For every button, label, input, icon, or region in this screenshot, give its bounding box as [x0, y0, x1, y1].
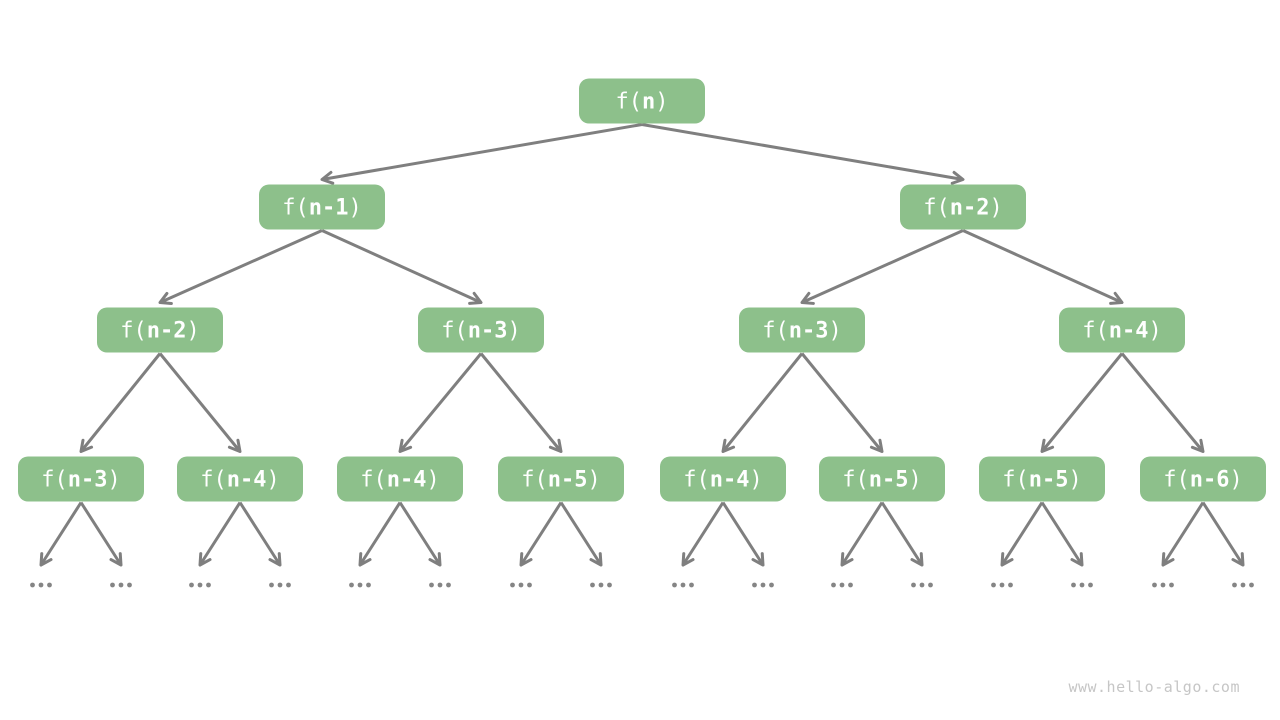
- edge-arrow: [1040, 352, 1124, 453]
- edge-arrow: [1201, 501, 1245, 567]
- edge-arrow: [1161, 501, 1205, 567]
- tree-node-label: f(n-4): [1082, 318, 1162, 343]
- edge-arrow: [840, 501, 884, 567]
- edge-arrow: [721, 501, 765, 567]
- ellipsis: [189, 582, 211, 588]
- ellipsis: [752, 582, 774, 588]
- tree-node: f(n-5): [498, 456, 624, 502]
- edge-arrow: [320, 123, 643, 185]
- ellipsis: [911, 582, 933, 588]
- tree-node-label: f(n-2): [923, 195, 1003, 220]
- tree-node-label: f(n-5): [842, 467, 922, 492]
- edge-arrow: [1000, 501, 1044, 567]
- watermark: www.hello-algo.com: [1068, 678, 1240, 696]
- tree-node: f(n-5): [979, 456, 1105, 502]
- tree-node-label: f(n-3): [41, 467, 121, 492]
- edge-arrow: [238, 501, 282, 567]
- tree-node: f(n-3): [418, 307, 544, 353]
- tree-node: f(n-2): [900, 184, 1026, 230]
- edge-arrow: [39, 501, 83, 567]
- edge-arrow: [198, 501, 242, 567]
- edge-arrow: [158, 229, 323, 305]
- edge-arrow: [641, 123, 965, 185]
- tree-node-label: f(n-2): [120, 318, 200, 343]
- tree-node-label: f(n-4): [200, 467, 280, 492]
- tree-node: f(n-6): [1140, 456, 1266, 502]
- edge-arrow: [321, 229, 483, 305]
- ellipsis: [30, 582, 52, 588]
- ellipsis: [510, 582, 532, 588]
- edge-arrow: [158, 352, 242, 453]
- edge-arrow: [962, 229, 1124, 305]
- ellipsis: [429, 582, 451, 588]
- edge-arrow: [479, 352, 563, 453]
- tree-node-label: f(n-6): [1163, 467, 1243, 492]
- tree-node-label: f(n-3): [441, 318, 521, 343]
- edge-arrow: [79, 501, 123, 567]
- ellipsis: [1152, 582, 1174, 588]
- tree-node: f(n-2): [97, 307, 223, 353]
- edge-arrow: [880, 501, 924, 567]
- tree-node: f(n-4): [177, 456, 303, 502]
- ellipsis: [672, 582, 694, 588]
- tree-node: f(n): [579, 78, 705, 124]
- tree-node: f(n-4): [1059, 307, 1185, 353]
- ellipsis: [831, 582, 853, 588]
- edge-arrow: [1040, 501, 1084, 567]
- edge-arrow: [800, 352, 884, 453]
- tree-node: f(n-4): [660, 456, 786, 502]
- ellipsis: [110, 582, 132, 588]
- tree-node: f(n-5): [819, 456, 945, 502]
- ellipsis: [590, 582, 612, 588]
- tree-node-label: f(n-4): [683, 467, 763, 492]
- edge-arrow: [79, 352, 162, 453]
- ellipsis: [991, 582, 1013, 588]
- tree-node: f(n-1): [259, 184, 385, 230]
- edge-arrow: [721, 352, 804, 453]
- edge-arrow: [681, 501, 725, 567]
- tree-node-label: f(n-3): [762, 318, 842, 343]
- edge-arrow: [398, 501, 442, 567]
- ellipsis: [349, 582, 371, 588]
- ellipsis: [269, 582, 291, 588]
- edge-arrow: [519, 501, 563, 567]
- ellipsis: [1071, 582, 1093, 588]
- edge-arrow: [800, 229, 964, 305]
- tree-node-label: f(n): [616, 89, 669, 114]
- tree-node: f(n-4): [337, 456, 463, 502]
- tree-node: f(n-3): [18, 456, 144, 502]
- ellipsis: [1232, 582, 1254, 588]
- edge-arrow: [398, 352, 483, 453]
- tree-node-label: f(n-4): [360, 467, 440, 492]
- tree-node-label: f(n-5): [1002, 467, 1082, 492]
- edge-arrow: [358, 501, 402, 567]
- edge-arrow: [1120, 352, 1205, 453]
- tree-node: f(n-3): [739, 307, 865, 353]
- tree-node-label: f(n-5): [521, 467, 601, 492]
- tree-node-label: f(n-1): [282, 195, 362, 220]
- edge-arrow: [559, 501, 603, 567]
